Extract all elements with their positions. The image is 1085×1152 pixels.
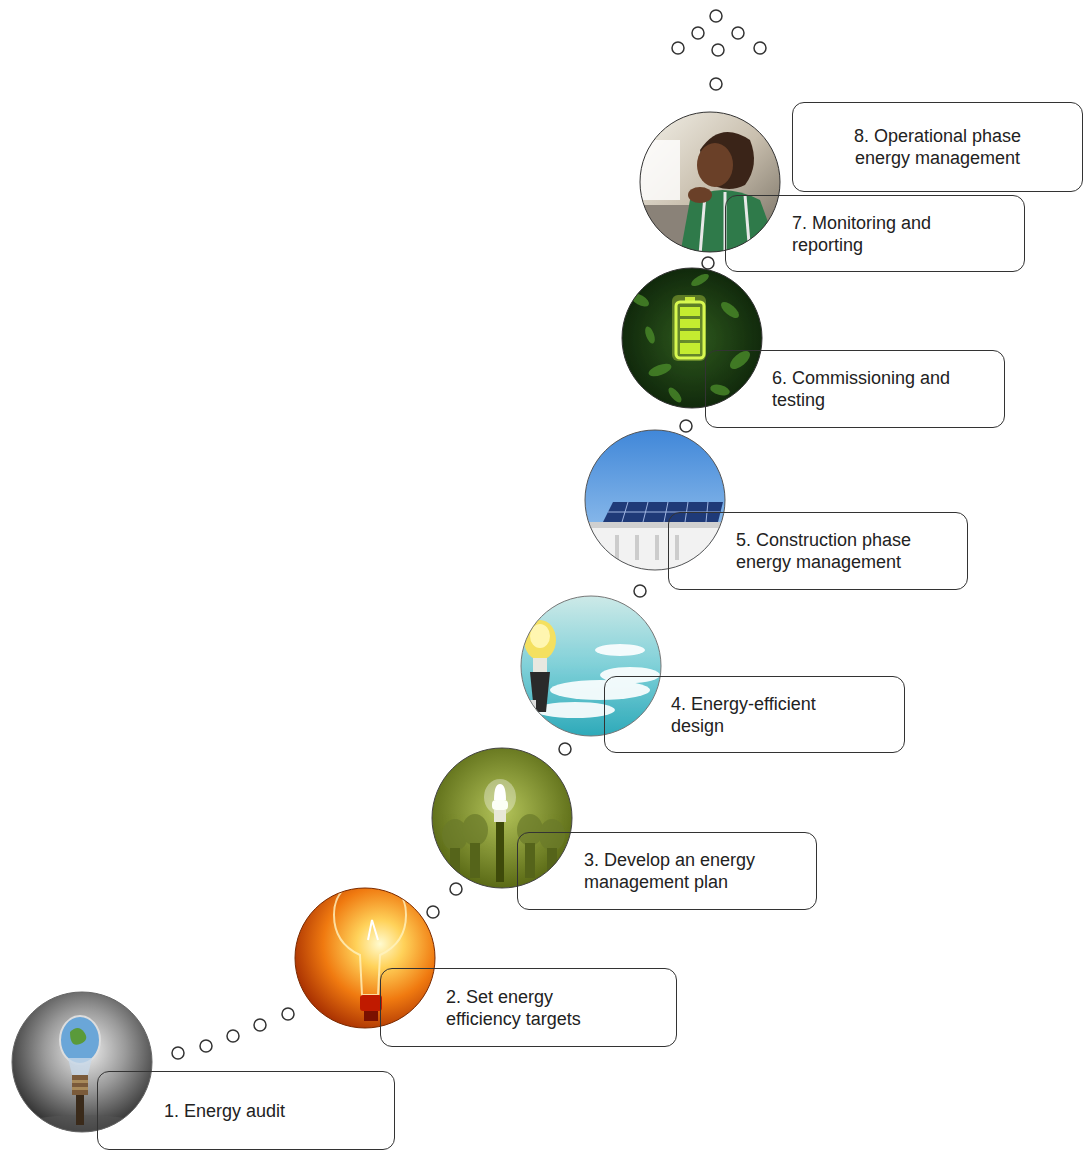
step-box: 2. Set energy efficiency targets xyxy=(380,968,677,1047)
step-label: 6. Commissioning and testing xyxy=(772,367,987,411)
step-label: 1. Energy audit xyxy=(164,1100,285,1122)
step-text-group: 4. Energy-efficient design xyxy=(671,693,846,737)
step-text-group: 8. Operational phase energy management xyxy=(825,125,1050,169)
step-box: 7. Monitoring and reporting xyxy=(725,195,1025,272)
step-text-group: 5. Construction phase energy management xyxy=(736,529,946,573)
step-box: 6. Commissioning and testing xyxy=(705,350,1005,428)
step-label: 2. Set energy efficiency targets xyxy=(446,986,606,1030)
step-box: 8. Operational phase energy management xyxy=(792,102,1083,192)
step-label: 4. Energy-efficient design xyxy=(671,693,846,737)
step-label: 3. Develop an energy management plan xyxy=(584,849,784,893)
step-label: 8. Operational phase energy management xyxy=(825,125,1050,169)
step-text-group: 1. Energy audit xyxy=(164,1100,285,1122)
step-text-group: 6. Commissioning and testing xyxy=(772,367,987,411)
step-text-group: 2. Set energy efficiency targets xyxy=(446,986,606,1030)
step-label: 7. Monitoring and reporting xyxy=(792,212,967,256)
step-box: 3. Develop an energy management plan xyxy=(517,832,817,910)
step-box: 5. Construction phase energy management xyxy=(668,512,968,590)
step-text-group: 7. Monitoring and reporting xyxy=(792,212,967,256)
step-box: 4. Energy-efficient design xyxy=(604,676,905,753)
step-label: 5. Construction phase energy management xyxy=(736,529,946,573)
step-box: 1. Energy audit xyxy=(97,1071,395,1150)
step-text-group: 3. Develop an energy management plan xyxy=(584,849,784,893)
